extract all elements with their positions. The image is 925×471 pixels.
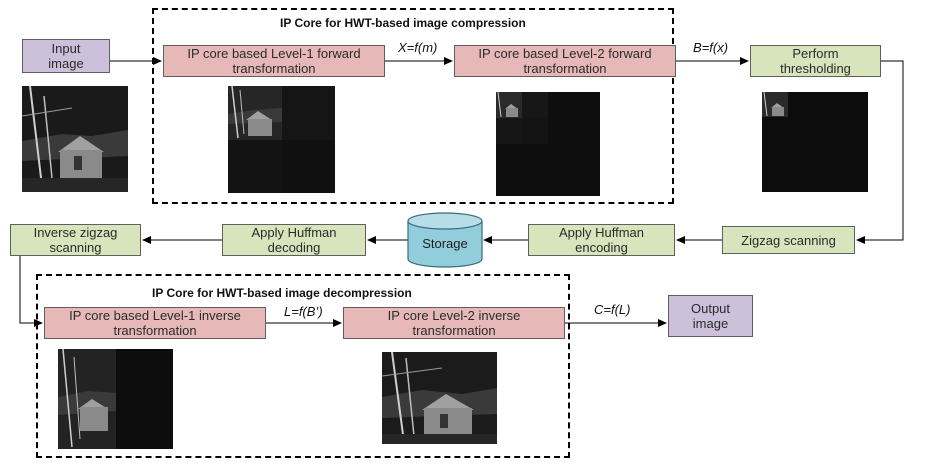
input-image-thumbnail — [22, 86, 128, 192]
output-image-box: Output image — [668, 295, 753, 337]
level2-inverse-box: IP core Level-2 inverse transformation — [343, 307, 565, 339]
arrow-invzigzag-to-level1inv — [19, 254, 43, 327]
label-b: B=f(x) — [693, 40, 729, 55]
level2-forward-thumbnail — [496, 92, 600, 196]
decompression-region — [36, 274, 570, 458]
storage-cylinder-icon — [407, 212, 483, 268]
output-image-thumbnail — [382, 352, 497, 444]
decompression-title: IP Core for HWT-based image decompressio… — [152, 286, 412, 300]
level1-forward-thumbnail — [228, 86, 335, 193]
label-l: L=f(B’) — [284, 304, 323, 319]
zigzag-box: Zigzag scanning — [722, 226, 855, 254]
level1-inverse-box: IP core based Level-1 inverse transforma… — [44, 307, 266, 339]
huffman-encoding-box: Apply Huffman encoding — [528, 224, 675, 256]
arrow-threshold-to-zigzag — [856, 60, 904, 244]
compression-region — [152, 8, 674, 204]
huffman-decoding-box: Apply Huffman decoding — [222, 224, 366, 256]
thresholding-thumbnail — [762, 92, 868, 192]
level1-inverse-thumbnail — [58, 349, 173, 449]
compression-title: IP Core for HWT-based image compression — [280, 16, 526, 30]
inverse-zigzag-box: Inverse zigzag scanning — [10, 224, 141, 256]
input-image-box: Input image — [22, 39, 110, 73]
storage-label: Storage — [422, 236, 468, 251]
label-x: X=f(m) — [398, 40, 438, 55]
label-c: C=f(L) — [594, 302, 631, 317]
level2-forward-box: IP core based Level-2 forward transforma… — [454, 45, 676, 77]
thresholding-box: Perform thresholding — [750, 45, 881, 77]
level1-forward-box: IP core based Level-1 forward transforma… — [163, 45, 385, 77]
